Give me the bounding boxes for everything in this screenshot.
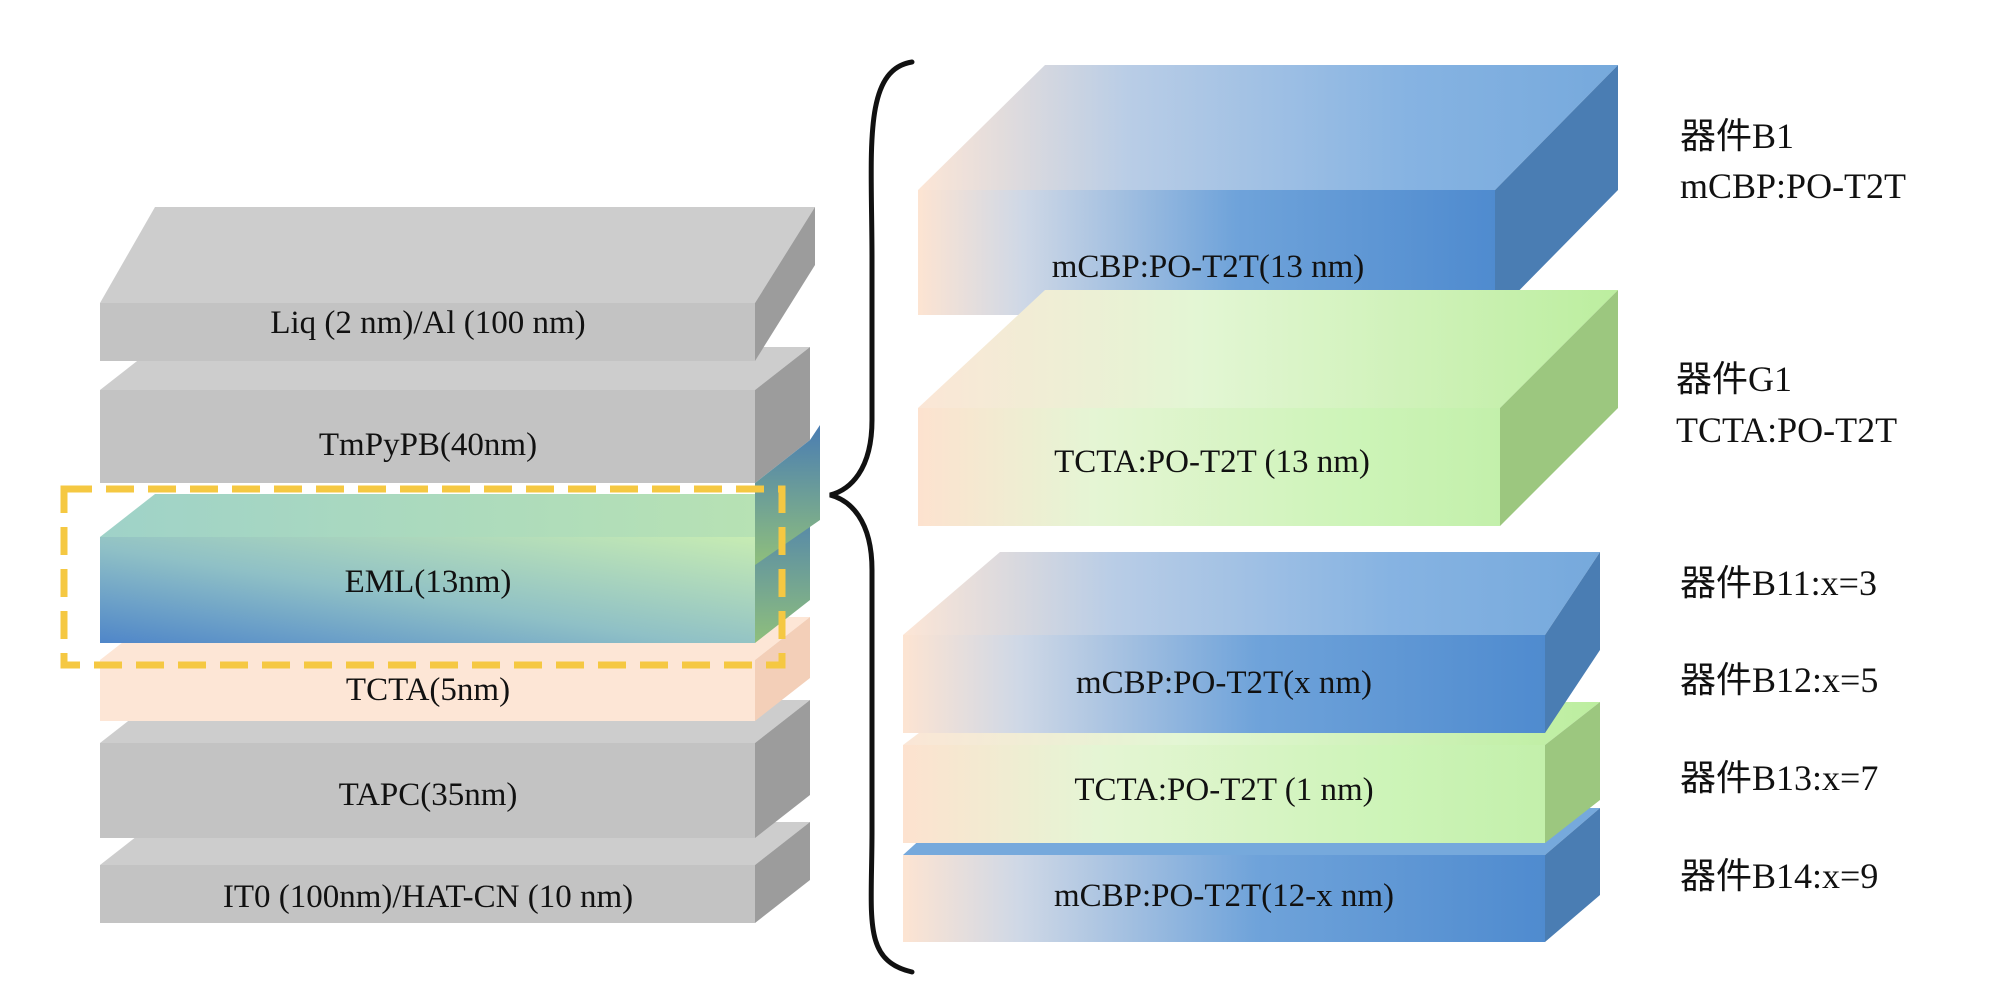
right-layer-b1x-mcbp-top: mCBP:PO-T2T(x nm) — [903, 552, 1600, 733]
layer-side-face — [1545, 702, 1600, 843]
layer-label: TmPyPB(40nm) — [319, 427, 537, 463]
layer-front-face — [100, 865, 755, 923]
layer-front-face — [918, 408, 1500, 526]
device-label-b14: 器件B14:x=9 — [1680, 856, 1878, 896]
layer-side-face — [1545, 552, 1600, 733]
device-label-b13: 器件B13:x=7 — [1680, 758, 1878, 798]
layer-top-face — [100, 207, 815, 303]
layer-label: TCTA(5nm) — [346, 672, 510, 708]
layer-front-face — [100, 390, 755, 483]
layer-front-face — [100, 743, 755, 838]
layer-label: TCTA:PO-T2T (1 nm) — [1074, 772, 1373, 808]
layer-label: TCTA:PO-T2T (13 nm) — [1054, 444, 1370, 480]
layer-top-face — [100, 494, 810, 537]
layer-label: EML(13nm) — [345, 564, 512, 600]
layer-front-face — [100, 537, 755, 643]
eml-side-corner — [755, 425, 820, 565]
layer-front-face — [903, 745, 1545, 843]
device-label-g1-material: TCTA:PO-T2T — [1676, 410, 1897, 450]
layer-front-face — [100, 660, 755, 721]
layer-side-face — [755, 822, 810, 923]
device-labels: 器件B1 mCBP:PO-T2T 器件G1 TCTA:PO-T2T 器件B11:… — [1676, 116, 1906, 896]
device-label-b11: 器件B11:x=3 — [1680, 563, 1877, 603]
layer-side-face — [755, 207, 815, 361]
layer-front-face — [903, 635, 1545, 733]
right-layer-b1-mcbp: mCBP:PO-T2T(13 nm) — [918, 65, 1618, 315]
layer-label: TAPC(35nm) — [339, 777, 518, 813]
layer-side-face — [755, 617, 810, 721]
layer-label: mCBP:PO-T2T(13 nm) — [1052, 249, 1365, 285]
device-label-b12: 器件B12:x=5 — [1680, 660, 1878, 700]
device-label-b1-name: 器件B1 — [1680, 116, 1794, 156]
eml-highlight-box — [60, 485, 786, 669]
layer-side-face — [755, 700, 810, 838]
layer-label: mCBP:PO-T2T(x nm) — [1076, 665, 1372, 701]
layer-top-face — [918, 65, 1618, 190]
layer-top-face — [903, 552, 1600, 635]
right-layer-g1-tcta: TCTA:PO-T2T (13 nm) — [918, 290, 1618, 526]
device-label-b1-material: mCBP:PO-T2T — [1680, 166, 1906, 206]
layer-front-face — [100, 303, 755, 361]
layer-side-face — [755, 347, 810, 483]
left-layer-eml: EML(13nm) — [100, 494, 810, 643]
layer-side-face — [1495, 65, 1618, 315]
layer-label: IT0 (100nm)/HAT-CN (10 nm) — [223, 879, 633, 915]
left-layer-tmpypb: TmPyPB(40nm) — [100, 347, 810, 483]
layer-label: mCBP:PO-T2T(12-x nm) — [1054, 878, 1394, 914]
left-layer-liq-al: Liq (2 nm)/Al (100 nm) — [100, 207, 815, 361]
left-layer-tapc: TAPC(35nm) — [100, 700, 810, 838]
grouping-brace — [829, 59, 915, 975]
layer-top-face — [918, 290, 1618, 408]
layer-label: Liq (2 nm)/Al (100 nm) — [270, 305, 585, 341]
layer-front-face — [903, 855, 1545, 942]
layer-side-face — [1500, 290, 1618, 526]
device-label-g1-name: 器件G1 — [1676, 359, 1792, 399]
layer-side-face — [1545, 808, 1600, 942]
